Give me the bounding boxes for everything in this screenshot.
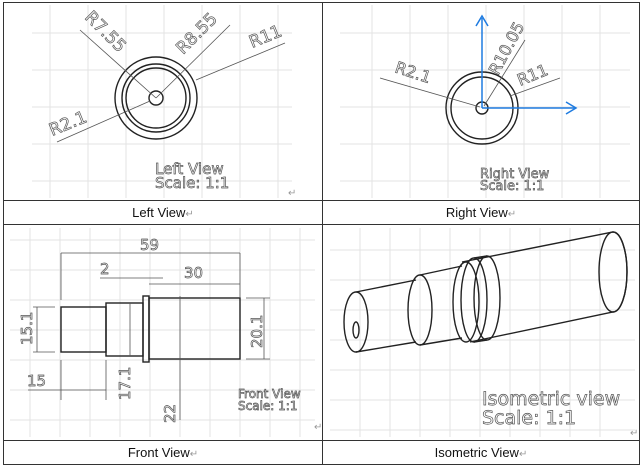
- front-drawing-scale: Scale: 1:1: [238, 399, 297, 413]
- iso-drawing-title: Isometric view: [482, 388, 620, 410]
- isometric-drawing: [343, 231, 628, 353]
- front-dim-2: 2: [100, 260, 110, 278]
- front-view-caption: Front View↵: [3, 440, 323, 465]
- right-view-caption: Right View↵: [322, 200, 640, 225]
- front-dim-22: 22: [161, 404, 179, 423]
- iso-drawing-scale: Scale: 1:1: [482, 407, 576, 429]
- front-dim-15-1: 15.1: [18, 312, 36, 345]
- front-dim-17-1: 17.1: [116, 367, 134, 400]
- left-drawing-title: Left View: [155, 160, 224, 178]
- paragraph-mark: ↵: [185, 209, 194, 220]
- caption-text: Right View: [445, 205, 508, 220]
- front-view-cell: [3, 224, 323, 441]
- paragraph-mark: ↵: [518, 449, 528, 460]
- front-dim-30: 30: [184, 264, 203, 282]
- left-view-cell: [3, 2, 323, 201]
- left-view-caption: Left View↵: [3, 200, 323, 225]
- right-drawing-title: Right View: [480, 167, 550, 182]
- paragraph-mark: ↵: [507, 209, 517, 220]
- caption-text: Front View: [127, 445, 190, 460]
- caption-text: Isometric View: [434, 445, 519, 460]
- front-dim-20-1: 20.1: [248, 315, 266, 348]
- left-view-grid: [32, 5, 292, 198]
- right-view-drawing: [379, 14, 578, 145]
- caption-text: Left View: [132, 205, 186, 220]
- isometric-view-cell: [322, 224, 640, 441]
- paragraph-mark: ↵: [189, 449, 199, 460]
- isometric-view-caption: Isometric View↵: [322, 440, 640, 465]
- left-drawing-scale: Scale: 1:1: [155, 174, 229, 192]
- paragraph-mark: ↵: [314, 422, 322, 433]
- paragraph-mark: ↵: [288, 188, 296, 199]
- right-drawing-scale: Scale: 1:1: [480, 179, 544, 194]
- front-dim-15: 15: [27, 372, 46, 390]
- front-drawing-title: Front View: [238, 387, 301, 401]
- paragraph-mark: ↵: [630, 428, 638, 439]
- right-view-grid: [340, 5, 630, 198]
- left-view-drawing: [56, 24, 286, 143]
- front-view-drawing: [28, 252, 270, 420]
- right-view-cell: [322, 2, 640, 201]
- front-dim-59: 59: [140, 236, 159, 254]
